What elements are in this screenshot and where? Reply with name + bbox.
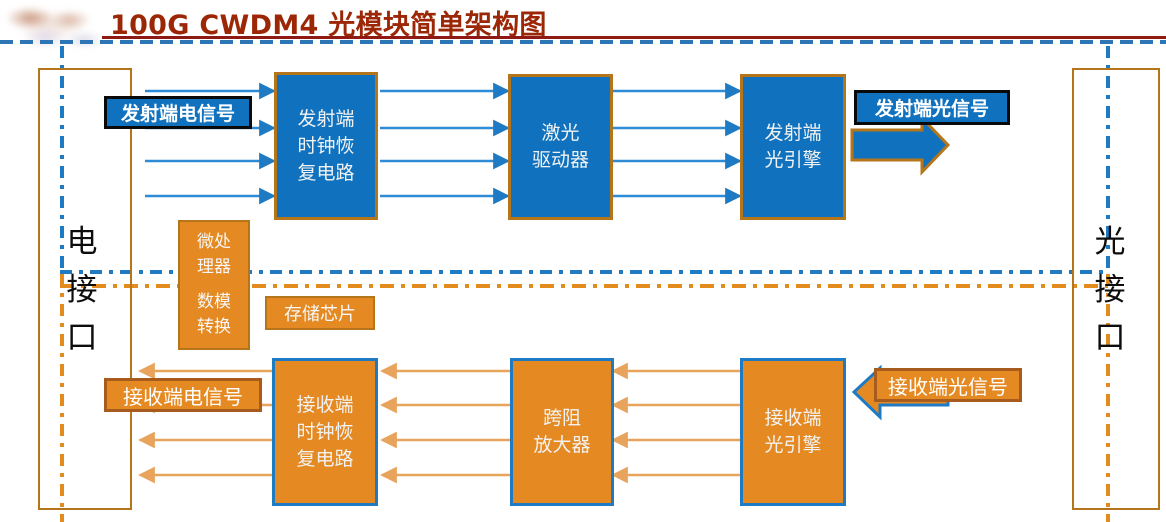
title-dashed-underline — [0, 40, 1166, 44]
rx-cdr-line-2: 时钟恢 — [296, 420, 354, 443]
tx-cdr-line-2: 时钟恢 — [297, 134, 355, 157]
blurred-logo — [0, 4, 104, 46]
rx-cdr-line-3: 复电路 — [296, 447, 354, 470]
microprocessor-block[interactable]: 微处 理器 数模 转换 — [178, 220, 250, 350]
rx-engine-line-1: 接收端 — [764, 407, 822, 429]
tia-line-2: 放大器 — [533, 434, 591, 456]
top-blue-dashdot-divider — [60, 270, 1108, 274]
rx-optical-signal-callout[interactable]: 接收端光信号 — [874, 368, 1022, 402]
rx-engine-to-tia-lanes — [611, 362, 740, 484]
tx-electrical-signal-callout[interactable]: 发射端电信号 — [104, 96, 252, 129]
laser-driver-line-2: 驱动器 — [531, 149, 589, 171]
rx-cdr-block[interactable]: 接收端 时钟恢 复电路 — [272, 358, 378, 506]
driver-to-tx-engine-lanes — [613, 82, 742, 205]
electrical-interface-char-2: 接 — [66, 272, 98, 308]
page-title: 100G CWDM4 光模块简单架构图 — [110, 10, 547, 41]
tx-optical-big-arrow — [850, 114, 951, 176]
rx-optical-signal-label: 接收端光信号 — [888, 374, 1008, 399]
dac-line-1: 数模 — [197, 292, 231, 312]
left-blue-dashdot-divider — [60, 46, 64, 274]
laser-driver-line-1: 激光 — [541, 122, 580, 144]
electrical-interface-label: 电 接 口 — [62, 218, 102, 362]
optical-interface-char-2: 接 — [1094, 272, 1126, 308]
memory-chip-block[interactable]: 存储芯片 — [265, 296, 375, 330]
tx-cdr-line-3: 复电路 — [297, 161, 355, 184]
tx-optical-signal-callout[interactable]: 发射端光信号 — [854, 90, 1010, 125]
optical-interface-char-1: 光 — [1094, 224, 1126, 260]
tx-electrical-signal-label: 发射端电信号 — [120, 103, 235, 125]
optical-interface-label: 光 接 口 — [1090, 218, 1130, 362]
right-blue-dashdot-divider — [1106, 46, 1110, 274]
left-orange-dashdot-divider — [60, 274, 64, 522]
tx-cdr-line-1: 发射端 — [297, 107, 355, 130]
microprocessor-top-text: 微处 理器 — [180, 230, 248, 280]
electrical-interface-frame — [38, 68, 132, 510]
rx-electrical-signal-label: 接收端电信号 — [123, 384, 243, 409]
dac-line-2: 转换 — [197, 317, 231, 337]
tx-cdr-to-driver-lanes — [380, 82, 510, 205]
tia-line-1: 跨阻 — [542, 407, 581, 429]
memory-chip-label: 存储芯片 — [284, 304, 356, 325]
laser-driver-block[interactable]: 激光 驱动器 — [508, 74, 613, 220]
tx-cdr-block[interactable]: 发射端 时钟恢 复电路 — [274, 72, 378, 220]
bottom-orange-dashdot-divider — [60, 284, 1108, 288]
rx-electrical-signal-callout[interactable]: 接收端电信号 — [104, 378, 262, 412]
tia-to-rx-cdr-lanes — [380, 362, 510, 484]
electrical-interface-char-1: 电 — [66, 224, 98, 260]
microprocessor-bottom-text: 数模 转换 — [180, 290, 248, 340]
microprocessor-line-1: 微处 — [197, 232, 231, 252]
rx-optical-engine-block[interactable]: 接收端 光引擎 — [740, 358, 846, 506]
right-orange-dashdot-divider — [1106, 274, 1110, 522]
title-rule — [102, 36, 1166, 39]
microprocessor-line-2: 理器 — [197, 257, 231, 277]
tia-block[interactable]: 跨阻 放大器 — [510, 358, 614, 506]
rx-cdr-line-1: 接收端 — [296, 393, 354, 416]
rx-engine-line-2: 光引擎 — [764, 434, 822, 456]
tx-optical-signal-label: 发射端光信号 — [874, 98, 989, 120]
tx-optical-engine-block[interactable]: 发射端 光引擎 — [740, 74, 846, 220]
tx-engine-line-2: 光引擎 — [764, 149, 822, 171]
optical-interface-char-3: 口 — [1094, 320, 1126, 356]
tx-engine-line-1: 发射端 — [764, 122, 822, 144]
optical-interface-frame — [1072, 68, 1160, 510]
electrical-interface-char-3: 口 — [66, 320, 98, 356]
